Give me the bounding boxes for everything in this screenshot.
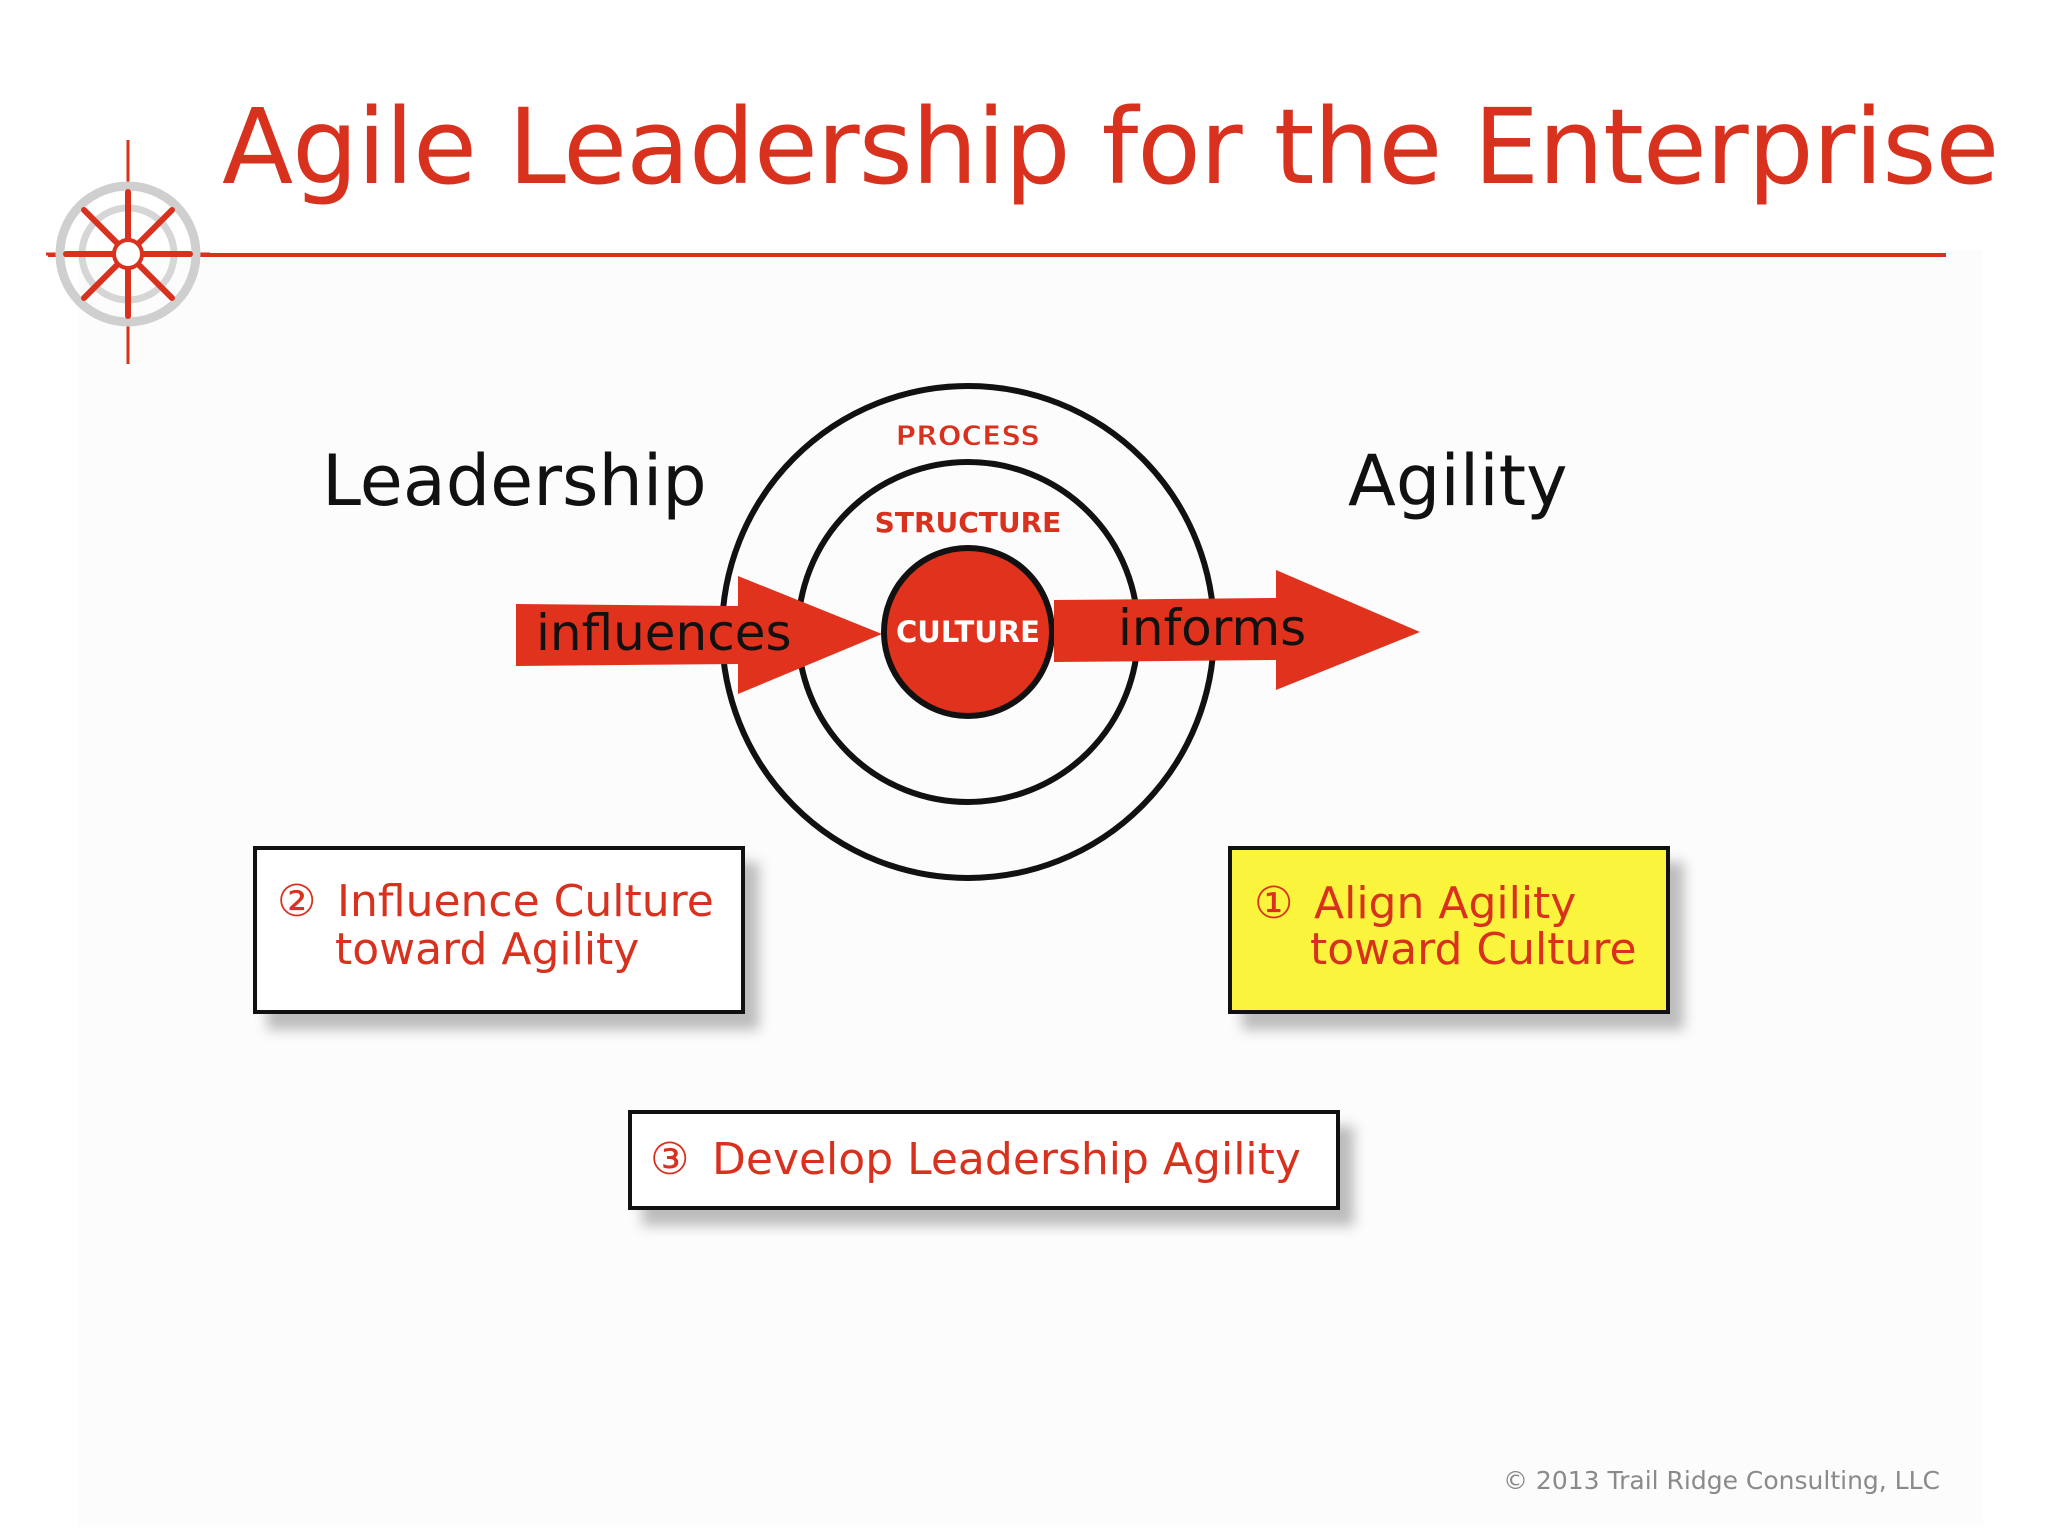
title-underline — [48, 253, 1946, 257]
ring-label-structure: STRUCTURE — [875, 506, 1062, 539]
step-number: ③ — [650, 1134, 690, 1185]
informs-arrow — [1054, 570, 1420, 690]
box-text-line: toward Agility — [335, 924, 640, 975]
step-number: ② — [277, 876, 317, 927]
box-text-line: Develop Leadership Agility — [712, 1134, 1301, 1185]
box-text-line: toward Culture — [1310, 924, 1637, 975]
slide-title: Agile Leadership for the Enterprise — [222, 86, 1999, 208]
culture-core — [881, 545, 1055, 719]
ring-label-culture: CULTURE — [896, 615, 1040, 649]
ring-label-process: PROCESS — [896, 419, 1041, 452]
influences-label: influences — [536, 604, 792, 662]
develop-leadership-box: ③ Develop Leadership Agility — [628, 1110, 1340, 1210]
influences-arrow — [516, 576, 882, 694]
align-agility-box: ① Align Agility toward Culture — [1228, 846, 1670, 1014]
agility-label: Agility — [1348, 440, 1568, 522]
influence-culture-box: ② Influence Culture toward Agility — [253, 846, 745, 1014]
leadership-label: Leadership — [322, 440, 707, 522]
copyright-notice: © 2013 Trail Ridge Consulting, LLC — [1502, 1466, 1940, 1495]
step-number: ① — [1254, 878, 1294, 929]
informs-label: informs — [1118, 599, 1306, 657]
box-text-line: Influence Culture — [337, 876, 714, 927]
compass-rose-icon — [46, 140, 210, 364]
box-text-line: Align Agility — [1314, 878, 1577, 929]
